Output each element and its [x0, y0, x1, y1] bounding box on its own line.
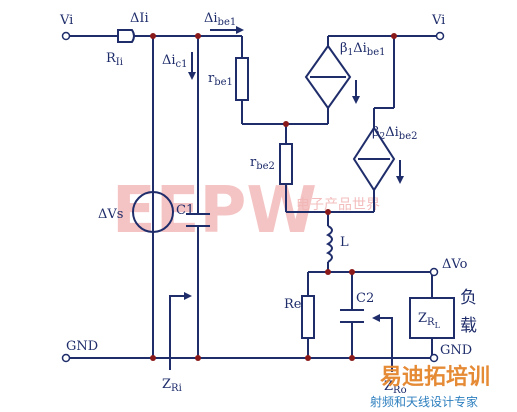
re-resistor: [301, 295, 315, 339]
l-label: L: [340, 235, 349, 250]
z-ri-arrow-head: [184, 292, 192, 300]
r-ii-label: RIi: [106, 51, 123, 68]
c2-label: C2: [356, 291, 374, 306]
z-ro-indicator: [380, 317, 393, 372]
beta1-label: β1Δibe1: [340, 41, 385, 58]
beta2-arrow-head: [396, 176, 404, 184]
gnd-left-label: GND: [66, 339, 98, 354]
delta-vo-label: ΔVo: [442, 257, 468, 272]
vi-right-label: Vi: [431, 13, 445, 28]
junction-dot: [150, 355, 156, 361]
junction-dot: [305, 355, 311, 361]
ibe1-arrow-head: [236, 26, 244, 34]
z-ro-arrow-head: [372, 314, 380, 322]
load-impedance-box: [409, 297, 455, 339]
z-ro-label: ZRo: [384, 379, 407, 396]
delta-ic1-label: Δic1: [162, 53, 188, 70]
r-ii-resistor: [117, 29, 135, 43]
load-label-1: 负: [460, 288, 477, 308]
z-rl-label: ZRL: [418, 311, 441, 330]
c1-label: C1: [176, 203, 194, 218]
vo-terminal: [429, 267, 439, 277]
delta-vs-label: ΔVs: [98, 207, 123, 222]
beta1-current-source: [304, 44, 352, 110]
site-tagline: 射频和天线设计专家: [370, 394, 478, 409]
gnd-left-terminal: [61, 353, 71, 363]
junction-dot: [349, 355, 355, 361]
beta2-current-source: [352, 126, 396, 192]
z-ri-label: ZRi: [162, 377, 182, 394]
junction-dot: [349, 269, 355, 275]
junction-dot: [391, 33, 397, 39]
load-label-2: 载: [460, 316, 477, 336]
rbe1-resistor: [235, 57, 249, 101]
beta1-arrow-head: [352, 96, 360, 104]
vi-right-terminal: [435, 31, 445, 41]
eepw-watermark: EEPW: [112, 174, 317, 248]
vi-left-terminal: [61, 31, 71, 41]
junction-dot: [150, 33, 156, 39]
vi-left-label: Vi: [59, 13, 73, 28]
rbe2-resistor: [279, 143, 293, 185]
delta-ibe1-label: Δibe1: [204, 11, 236, 28]
gnd-right-label: GND: [440, 343, 472, 358]
rbe1-label: rbe1: [208, 71, 233, 88]
ic1-arrow-head: [188, 72, 196, 80]
delta-ii-label: ΔIi: [130, 11, 149, 26]
beta2-label: β2Δibe2: [372, 125, 417, 142]
site-logo: 易迪拓培训: [380, 364, 490, 390]
junction-dot: [325, 209, 331, 215]
eepw-tagline: 电子产品世界: [296, 197, 380, 213]
junction-dot: [325, 269, 331, 275]
vs-source: [132, 191, 174, 233]
rbe2-label: rbe2: [250, 155, 275, 172]
re-label: Re: [284, 297, 302, 312]
junction-dot: [283, 121, 289, 127]
junction-dot: [195, 33, 201, 39]
l-inductor: [325, 225, 333, 263]
junction-dot: [195, 355, 201, 361]
gnd-right-terminal: [429, 353, 439, 363]
z-ri-indicator: [169, 295, 184, 370]
